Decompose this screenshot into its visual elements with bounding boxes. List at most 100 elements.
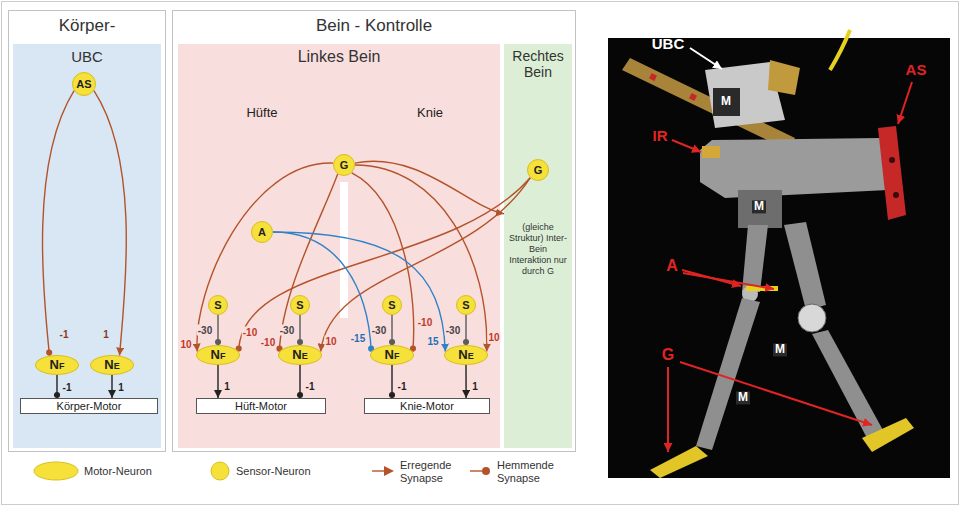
region-title: Bein - Kontrolle (173, 11, 575, 36)
node-label: NE (458, 348, 473, 363)
motor-callout: M (752, 200, 766, 213)
synapse-weight: -1 (305, 381, 316, 392)
leader-arrow (667, 367, 669, 452)
motor-neuron: NE (444, 345, 488, 365)
synapse-weight: -30 (279, 325, 295, 336)
ubc-region: UBCASNFNEKörper-Motor (13, 44, 161, 448)
synapse-connector (239, 178, 531, 352)
panel-frame: Bein - KontrolleLinkes BeinGASSSSNFNENFN… (172, 10, 576, 452)
node-label: G (340, 159, 349, 172)
node-label: S (462, 299, 469, 312)
synapse-weight: -1 (397, 381, 408, 392)
synapse-connector (197, 163, 333, 352)
joint-label: Knie (417, 106, 443, 120)
leg-region: Rechtes Bein (gleiche Struktur) Inter-Bei… (504, 44, 572, 448)
motor-part (713, 88, 740, 116)
sensor-neuron: S (290, 295, 310, 315)
synapse-connector (111, 375, 112, 398)
knee-motor (798, 304, 826, 332)
photo-callout: UBC (652, 36, 685, 53)
region-fill (504, 44, 572, 448)
synapse-weight: 1 (223, 381, 231, 392)
left-shin (696, 298, 760, 450)
synapse-connector (217, 315, 218, 345)
synapse-swatch-line (470, 470, 482, 471)
synapse-connector (94, 91, 126, 356)
sensor-neuron: A (251, 221, 273, 243)
legend-text: Hemmende Synapse (497, 459, 561, 485)
region-title: UBC (13, 44, 161, 65)
motor-box: Hüft-Motor (196, 398, 326, 414)
motor-neuron: NF (35, 355, 79, 375)
region-note: (gleiche Struktur) Inter-Bein Interaktio… (507, 222, 569, 277)
synapse-weight: 1 (117, 382, 125, 393)
photo-callout: IR (653, 128, 668, 145)
robot-detail (889, 157, 895, 163)
sensor-neuron-swatch (211, 462, 229, 480)
excitatory-swatch (384, 466, 394, 476)
synapse-connector (355, 161, 504, 213)
right-shin (812, 330, 884, 440)
synapse-weight: -30 (445, 325, 461, 336)
ir-sensor (702, 146, 720, 158)
region-title: Rechtes Bein (504, 44, 572, 80)
synapse-weight: 10 (179, 339, 192, 350)
node-label: NF (385, 348, 400, 363)
synapse-weight: -1 (59, 329, 70, 340)
arm-detail (649, 73, 657, 81)
motor-neuron-swatch (34, 462, 78, 480)
photo-callout: A (666, 257, 678, 275)
right-thigh (784, 222, 826, 310)
motor-box: Knie-Motor (364, 398, 490, 414)
leader-arrow (683, 273, 774, 289)
photo-ground (608, 38, 950, 478)
region-fill (178, 44, 500, 448)
motor-callout: M (736, 391, 750, 404)
synapse-connector (217, 365, 218, 398)
robot-part (768, 60, 800, 95)
synapse-connector (321, 178, 531, 352)
hip-knee-divider (340, 182, 348, 318)
panel-frame: Körper-UBCASNFNEKörper-Motor (8, 10, 166, 452)
antenna-wire (830, 30, 850, 70)
robot-detail (893, 192, 899, 198)
arm-detail (689, 93, 697, 101)
photo-callout: AS (906, 62, 927, 79)
sensor-neuron: S (456, 295, 476, 315)
node-label: S (214, 299, 221, 312)
as-sensor (878, 126, 906, 220)
node-label: Körper-Motor (57, 400, 122, 413)
node-label: Hüft-Motor (235, 400, 287, 413)
leader-arrow (690, 48, 722, 69)
synapse-weight: -1 (62, 382, 73, 393)
synapse-connector (42, 91, 74, 356)
sensor-neuron: S (382, 295, 402, 315)
legend-text: Sensor-Neuron (236, 465, 311, 478)
photo-callout: G (662, 346, 674, 364)
synapse-connector (465, 315, 466, 345)
node-label: G (534, 164, 543, 177)
node-label: Knie-Motor (400, 400, 454, 413)
motor-neuron: NE (278, 345, 322, 365)
synapse-connector (299, 365, 300, 398)
motor-neuron: NE (90, 355, 134, 375)
synapse-weight: -10 (260, 337, 276, 348)
legend-text: Erregende Synapse (400, 459, 464, 485)
motor-callout: M (719, 95, 733, 108)
motor-neuron: NF (196, 345, 240, 365)
synapse-weight: 10 (487, 332, 500, 343)
synapse-weight: 15 (426, 336, 439, 347)
synapse-weight: 10 (324, 336, 337, 347)
node-label: S (296, 299, 303, 312)
synapse-weight: -30 (197, 325, 213, 336)
joint-label: Hüfte (246, 106, 277, 120)
right-foot (862, 418, 914, 452)
node-label: A (258, 226, 266, 239)
node-label: NF (211, 348, 226, 363)
node-label: NF (50, 358, 65, 373)
